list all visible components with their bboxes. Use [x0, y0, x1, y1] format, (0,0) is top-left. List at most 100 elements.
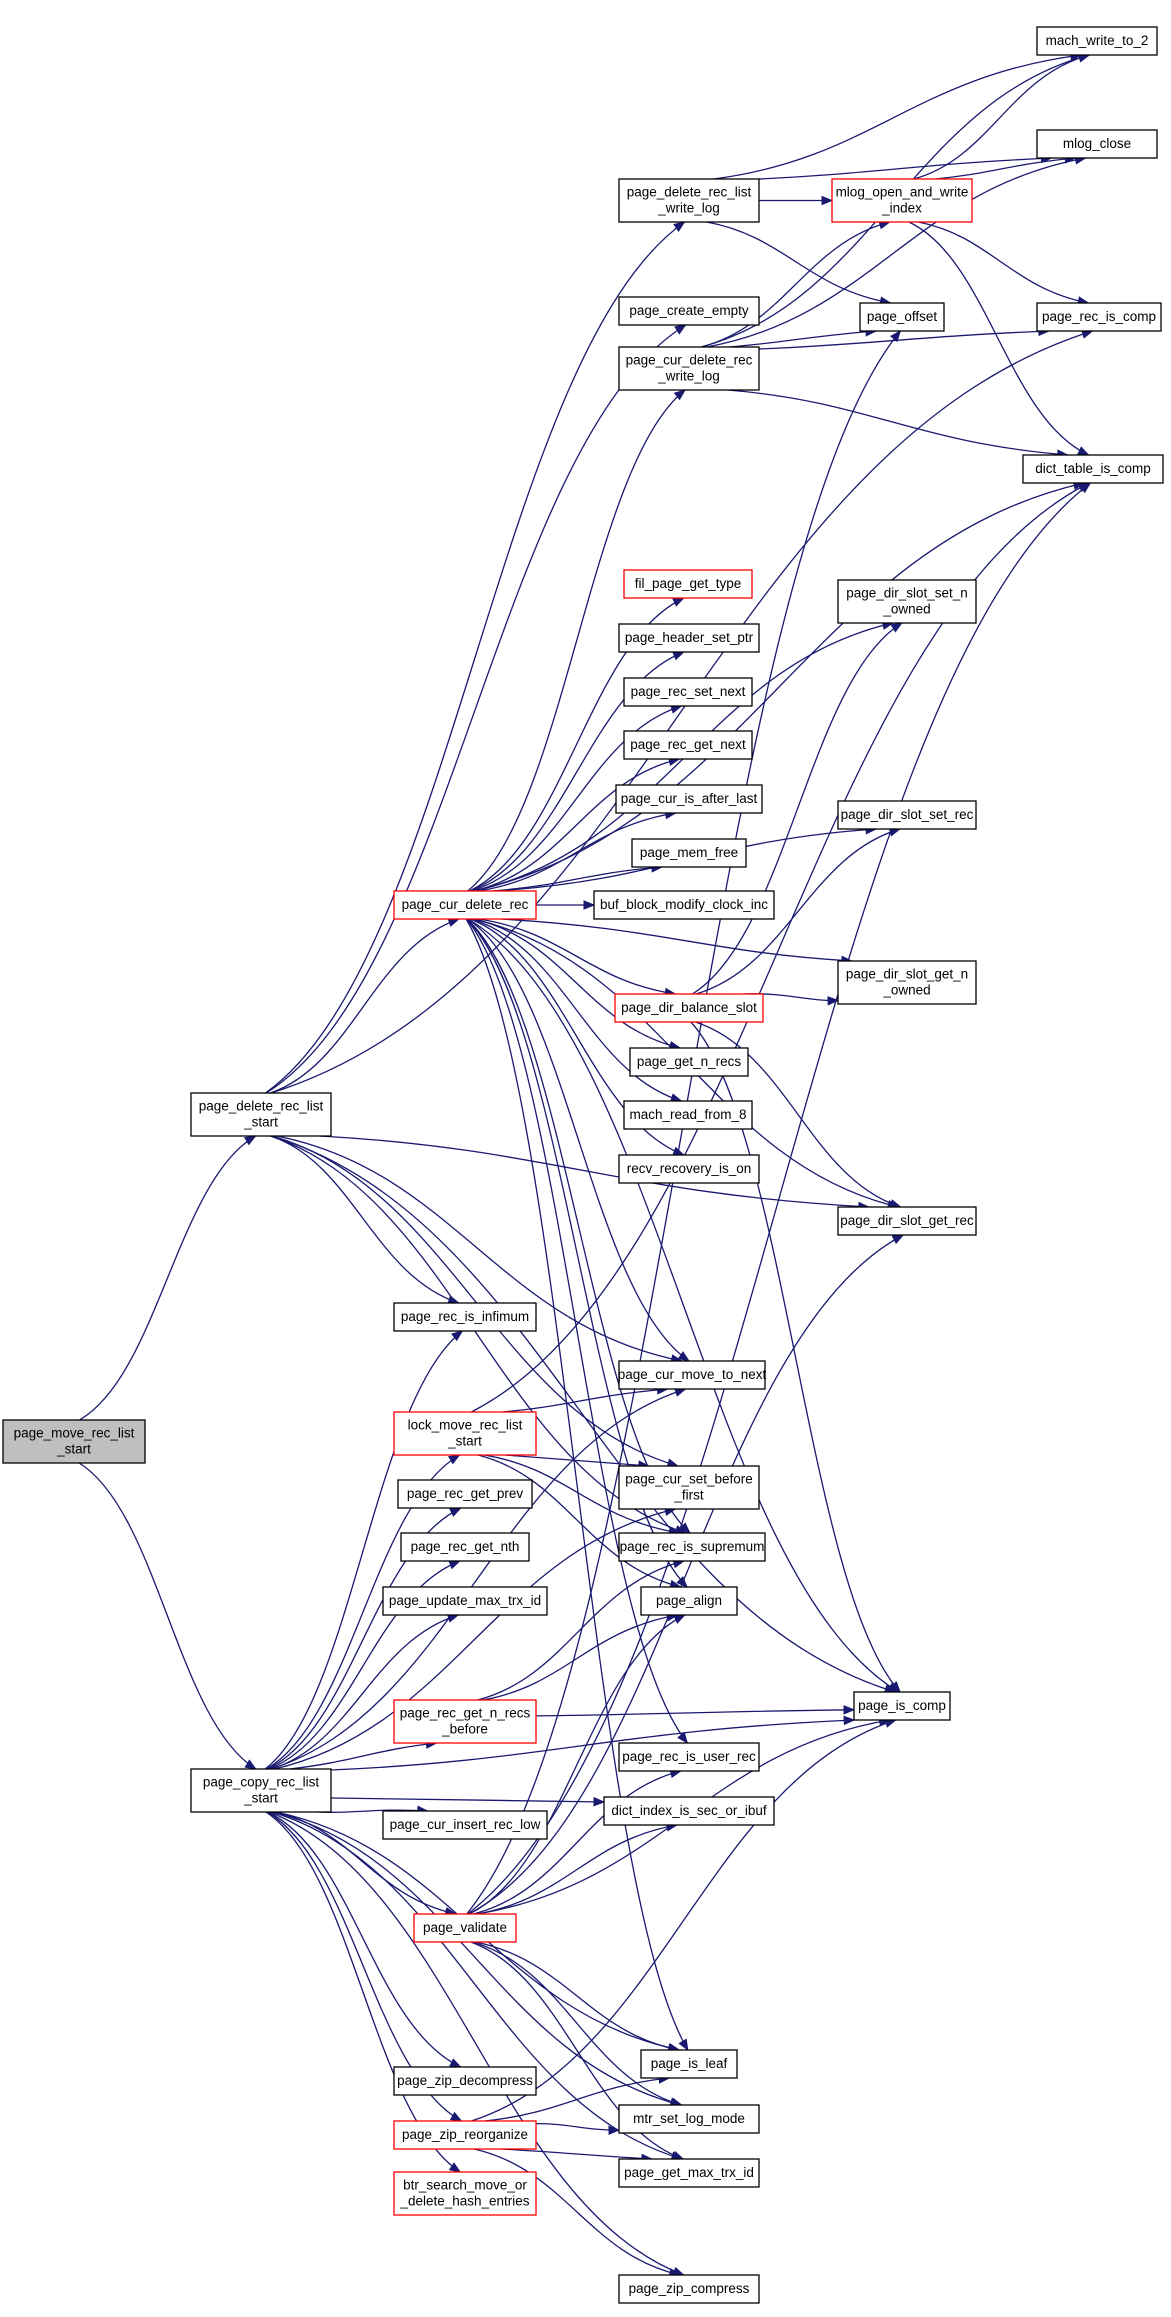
node-page_cur_insert_rec_low[interactable]: page_cur_insert_rec_low [382, 1810, 548, 1840]
node-box[interactable] [618, 346, 760, 391]
node-page_copy_rec_list_start[interactable]: page_copy_rec_list_start [190, 1768, 332, 1813]
node-box[interactable] [393, 2120, 537, 2150]
node-box[interactable] [615, 784, 763, 814]
node-page_rec_is_supremum[interactable]: page_rec_is_supremum [618, 1532, 766, 1562]
node-box[interactable] [382, 1810, 548, 1840]
node-mtr_set_log_mode[interactable]: mtr_set_log_mode [618, 2104, 760, 2134]
node-page_dir_slot_set_n_owned[interactable]: page_dir_slot_set_n_owned [837, 579, 977, 624]
node-box[interactable] [393, 1302, 537, 1332]
node-mach_read_from_8[interactable]: mach_read_from_8 [623, 1100, 753, 1130]
node-page_align[interactable]: page_align [640, 1586, 738, 1616]
node-box[interactable] [618, 2274, 760, 2304]
node-page_rec_is_infimum[interactable]: page_rec_is_infimum [393, 1302, 537, 1332]
node-page_validate[interactable]: page_validate [413, 1913, 517, 1943]
node-fil_page_get_type[interactable]: fil_page_get_type [623, 569, 753, 599]
node-box[interactable] [393, 2066, 537, 2096]
node-page_zip_reorganize[interactable]: page_zip_reorganize [393, 2120, 537, 2150]
node-box[interactable] [618, 2158, 760, 2188]
node-page_is_leaf[interactable]: page_is_leaf [640, 2049, 738, 2079]
node-page_cur_move_to_next[interactable]: page_cur_move_to_next [618, 1360, 767, 1390]
node-page_dir_balance_slot[interactable]: page_dir_balance_slot [614, 993, 764, 1023]
node-page_dir_slot_get_n_owned[interactable]: page_dir_slot_get_n_owned [837, 960, 977, 1005]
node-box[interactable] [623, 730, 753, 760]
node-page_move_rec_list_start[interactable]: page_move_rec_list_start [2, 1419, 146, 1464]
node-lock_move_rec_list_start[interactable]: lock_move_rec_list_start [393, 1411, 537, 1456]
node-mach_write_to_2[interactable]: mach_write_to_2 [1036, 26, 1158, 56]
node-page_cur_set_before_first[interactable]: page_cur_set_before_first [618, 1465, 760, 1510]
node-box[interactable] [618, 1742, 760, 1772]
node-box[interactable] [618, 1532, 766, 1562]
node-box[interactable] [837, 960, 977, 1005]
node-box[interactable] [593, 890, 775, 920]
node-page_delete_rec_list_start[interactable]: page_delete_rec_list_start [190, 1092, 332, 1137]
node-page_rec_is_user_rec[interactable]: page_rec_is_user_rec [618, 1742, 760, 1772]
node-buf_block_modify_clock_inc[interactable]: buf_block_modify_clock_inc [593, 890, 775, 920]
node-dict_index_is_sec_or_ibuf[interactable]: dict_index_is_sec_or_ibuf [603, 1796, 775, 1826]
node-box[interactable] [603, 1796, 775, 1826]
node-page_cur_delete_rec_write_log[interactable]: page_cur_delete_rec_write_log [618, 346, 760, 391]
node-page_header_set_ptr[interactable]: page_header_set_ptr [618, 623, 760, 653]
node-box[interactable] [623, 677, 753, 707]
node-page_get_max_trx_id[interactable]: page_get_max_trx_id [618, 2158, 760, 2188]
node-page_offset[interactable]: page_offset [859, 302, 945, 332]
node-page_dir_slot_get_rec[interactable]: page_dir_slot_get_rec [837, 1206, 977, 1236]
node-box[interactable] [1036, 129, 1158, 159]
node-page_delete_rec_list_write_log[interactable]: page_delete_rec_list_write_log [618, 178, 760, 223]
node-box[interactable] [1022, 454, 1164, 484]
node-box[interactable] [837, 1206, 977, 1236]
node-box[interactable] [618, 2104, 760, 2134]
node-page_rec_get_nth[interactable]: page_rec_get_nth [400, 1532, 530, 1562]
node-box[interactable] [382, 1586, 548, 1616]
node-box[interactable] [831, 178, 973, 223]
node-box[interactable] [853, 1691, 951, 1721]
node-page_rec_get_prev[interactable]: page_rec_get_prev [397, 1479, 533, 1509]
node-page_rec_get_n_recs_before[interactable]: page_rec_get_n_recs_before [393, 1699, 537, 1744]
node-box[interactable] [1036, 26, 1158, 56]
node-box[interactable] [640, 2049, 738, 2079]
node-box[interactable] [618, 296, 760, 326]
node-page_rec_get_next[interactable]: page_rec_get_next [623, 730, 753, 760]
node-page_is_comp[interactable]: page_is_comp [853, 1691, 951, 1721]
node-box[interactable] [640, 1586, 738, 1616]
node-page_cur_delete_rec[interactable]: page_cur_delete_rec [393, 890, 537, 920]
node-box[interactable] [397, 1479, 533, 1509]
node-box[interactable] [618, 1360, 766, 1390]
node-page_zip_decompress[interactable]: page_zip_decompress [393, 2066, 537, 2096]
node-box[interactable] [400, 1532, 530, 1562]
node-box[interactable] [859, 302, 945, 332]
node-page_rec_set_next[interactable]: page_rec_set_next [623, 677, 753, 707]
node-mlog_open_and_write_index[interactable]: mlog_open_and_write_index [831, 178, 973, 223]
node-page_get_n_recs[interactable]: page_get_n_recs [629, 1047, 749, 1077]
node-box[interactable] [618, 1465, 760, 1510]
node-page_dir_slot_set_rec[interactable]: page_dir_slot_set_rec [837, 800, 977, 830]
node-page_create_empty[interactable]: page_create_empty [618, 296, 760, 326]
node-recv_recovery_is_on[interactable]: recv_recovery_is_on [618, 1154, 760, 1184]
node-box[interactable] [614, 993, 764, 1023]
node-box[interactable] [623, 569, 753, 599]
node-box[interactable] [190, 1092, 332, 1137]
node-box[interactable] [618, 178, 760, 223]
node-box[interactable] [190, 1768, 332, 1813]
node-box[interactable] [629, 1047, 749, 1077]
node-page_cur_is_after_last[interactable]: page_cur_is_after_last [615, 784, 763, 814]
node-page_zip_compress[interactable]: page_zip_compress [618, 2274, 760, 2304]
node-box[interactable] [618, 623, 760, 653]
node-page_mem_free[interactable]: page_mem_free [631, 838, 747, 868]
node-dict_table_is_comp[interactable]: dict_table_is_comp [1022, 454, 1164, 484]
node-btr_search_move_or_delete_hash_entries[interactable]: btr_search_move_or_delete_hash_entries [393, 2171, 537, 2216]
node-box[interactable] [2, 1419, 146, 1464]
node-page_update_max_trx_id[interactable]: page_update_max_trx_id [382, 1586, 548, 1616]
node-box[interactable] [623, 1100, 753, 1130]
node-box[interactable] [393, 1411, 537, 1456]
node-box[interactable] [393, 890, 537, 920]
node-mlog_close[interactable]: mlog_close [1036, 129, 1158, 159]
node-box[interactable] [413, 1913, 517, 1943]
node-box[interactable] [837, 800, 977, 830]
node-box[interactable] [393, 1699, 537, 1744]
node-box[interactable] [837, 579, 977, 624]
node-page_rec_is_comp[interactable]: page_rec_is_comp [1036, 302, 1162, 332]
node-box[interactable] [618, 1154, 760, 1184]
node-box[interactable] [631, 838, 747, 868]
node-box[interactable] [1036, 302, 1162, 332]
node-box[interactable] [393, 2171, 537, 2216]
